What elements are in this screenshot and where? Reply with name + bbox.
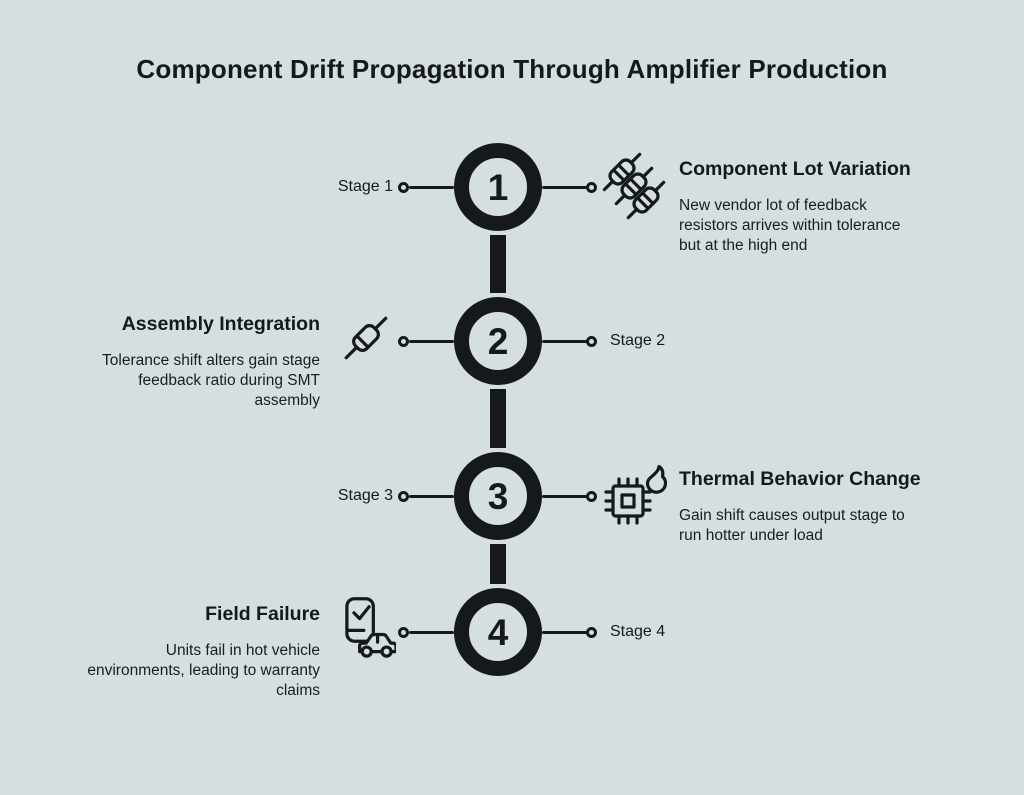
- chip-heat-icon: [597, 458, 669, 530]
- connector-dot: [398, 627, 409, 638]
- stage-description: Tolerance shift alters gain stage feedba…: [102, 352, 320, 409]
- vertical-connector: [490, 235, 506, 293]
- connector-dot: [586, 182, 597, 193]
- connector-line: [542, 631, 587, 634]
- connector-dot: [398, 491, 409, 502]
- stage-label: Stage 4: [610, 623, 666, 640]
- vertical-connector: [490, 544, 506, 584]
- stage-heading: Thermal Behavior Change: [679, 468, 921, 490]
- stage-number: 3: [487, 475, 509, 517]
- stage-content: Component Lot Variation New vendor lot o…: [679, 157, 1009, 256]
- stage-content: Thermal Behavior Change Gain shift cause…: [679, 467, 1009, 546]
- stage-number: 2: [487, 320, 509, 362]
- stage-description: Gain shift causes output stage to run ho…: [679, 507, 905, 544]
- connector-line: [542, 340, 587, 343]
- stage-content: Field Failure Units fail in hot vehicle …: [20, 602, 320, 701]
- stage-label: Stage 3: [337, 487, 393, 504]
- connector-line: [409, 186, 454, 189]
- vehicle-check-icon: [328, 594, 396, 662]
- stage-heading: Component Lot Variation: [679, 158, 911, 180]
- resistor-icon: [334, 306, 398, 370]
- connector-line: [542, 186, 587, 189]
- stage-heading: Assembly Integration: [121, 313, 320, 335]
- connector-dot: [586, 627, 597, 638]
- stage-node: 2: [454, 297, 542, 385]
- stage-node: 3: [454, 452, 542, 540]
- stage-label: Stage 1: [337, 178, 393, 195]
- stage-number: 4: [487, 611, 509, 653]
- connector-dot: [398, 336, 409, 347]
- connector-line: [409, 631, 454, 634]
- connector-dot: [586, 336, 597, 347]
- stage-content: Assembly Integration Tolerance shift alt…: [20, 312, 320, 411]
- stage-description: Units fail in hot vehicle environments, …: [87, 642, 320, 699]
- connector-line: [542, 495, 587, 498]
- page-title: Component Drift Propagation Through Ampl…: [136, 54, 888, 84]
- vertical-connector: [490, 389, 506, 448]
- stage-label: Stage 2: [610, 332, 666, 349]
- connector-line: [409, 495, 454, 498]
- resistor-lot-icon: [598, 150, 670, 222]
- connector-line: [409, 340, 454, 343]
- connector-dot: [398, 182, 409, 193]
- stage-node: 4: [454, 588, 542, 676]
- stage-heading: Field Failure: [205, 603, 320, 625]
- connector-dot: [586, 491, 597, 502]
- stage-description: New vendor lot of feedback resistors arr…: [679, 197, 901, 254]
- stage-number: 1: [487, 166, 509, 208]
- stage-node: 1: [454, 143, 542, 231]
